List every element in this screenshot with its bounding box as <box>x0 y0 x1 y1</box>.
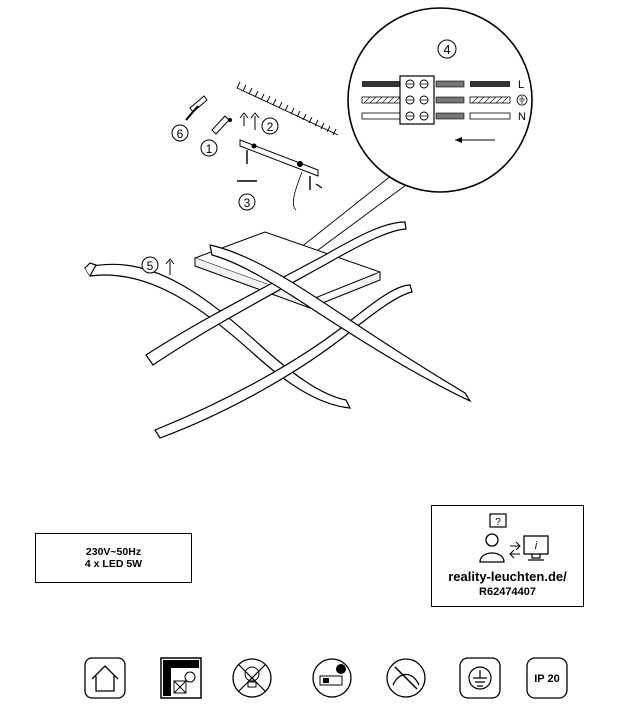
step-4-callout <box>437 39 457 59</box>
mounting-bracket <box>237 112 323 211</box>
svg-text:3: 3 <box>244 196 251 210</box>
svg-text:6: 6 <box>177 127 184 141</box>
step-1-callout: 1 <box>200 139 218 157</box>
step-5-callout: 5 <box>141 256 175 275</box>
led-text: 4 x LED 5W <box>84 558 143 570</box>
dowel-screws <box>185 95 232 135</box>
live-label: L <box>518 79 524 91</box>
article-number: R62474407 <box>479 586 536 598</box>
specification-label: 230V~50Hz 4 x LED 5W <box>35 533 192 583</box>
step-2-callout: 2 <box>261 117 279 135</box>
support-url: reality-leuchten.de/ <box>448 569 567 584</box>
not-dimmable-icon <box>232 658 272 698</box>
ip20-icon: IP 20 <box>526 657 568 699</box>
svg-text:IP 20: IP 20 <box>534 673 560 685</box>
led-arms <box>84 221 472 439</box>
zoom-lead-line <box>299 174 411 251</box>
svg-text:5: 5 <box>147 259 154 273</box>
svg-text:4: 4 <box>443 42 450 57</box>
protective-earth-icon <box>459 657 501 699</box>
indoor-use-icon <box>84 657 126 699</box>
earth-symbol <box>516 94 528 106</box>
svg-text:2: 2 <box>267 120 274 134</box>
support-icon: ? i <box>479 513 549 563</box>
wiring-detail: 4 L N <box>347 7 533 193</box>
ceiling-surface <box>236 81 339 136</box>
support-box: ? i reality-leuchten.de/ R62474407 <box>431 505 584 607</box>
no-mesh-cover-icon <box>386 658 426 698</box>
step-6-callout: 6 <box>171 124 189 142</box>
assembly-diagram: 4 L N <box>84 7 533 439</box>
neutral-label: N <box>518 111 526 123</box>
led-driver-icon <box>312 658 352 698</box>
svg-text:1: 1 <box>206 142 213 156</box>
voltage-text: 230V~50Hz <box>85 546 142 558</box>
svg-text:i: i <box>535 540 538 552</box>
svg-text:?: ? <box>495 517 501 528</box>
step-3-callout: 3 <box>238 193 256 211</box>
ceiling-mount-icon <box>160 657 202 699</box>
